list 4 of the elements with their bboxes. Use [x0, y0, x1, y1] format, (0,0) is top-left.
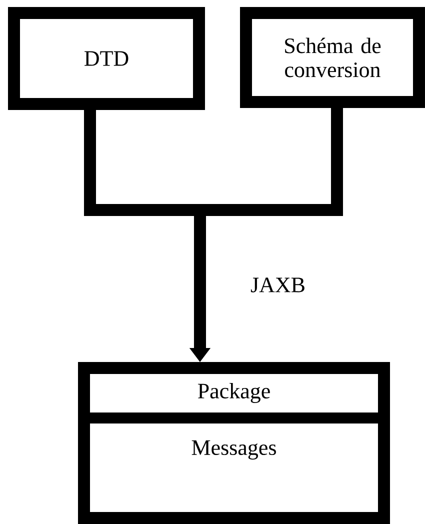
process-box: Schéma de conversion — [240, 7, 425, 108]
process-box: DTD — [8, 7, 205, 110]
package-box: Package Messages — [78, 362, 390, 524]
edge-label: JAXB — [250, 278, 304, 292]
